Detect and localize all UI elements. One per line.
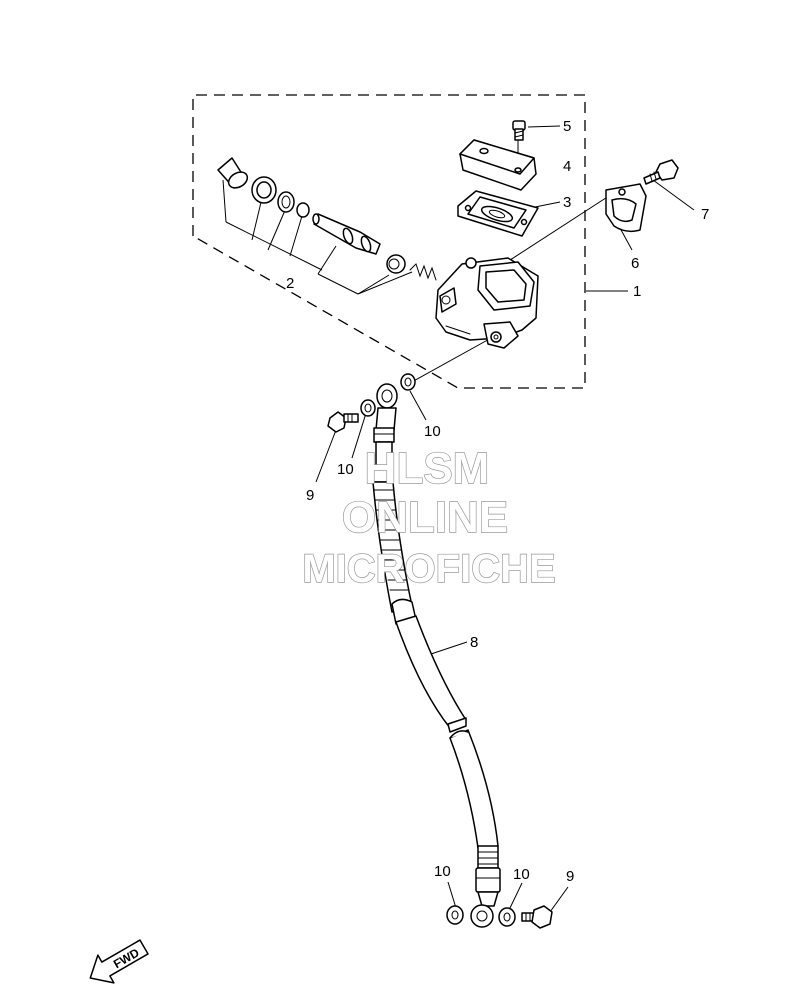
callout-8: 8 [470,634,478,651]
master-cylinder-body-part-1 [435,257,539,349]
watermark-line-1: HLSM [365,444,490,493]
callout-9-bottom: 9 [566,868,574,885]
banjo-bolt-part-9-top [327,411,359,433]
callout-2: 2 [286,275,294,292]
brake-hose-part-8 [370,383,501,928]
callout-5: 5 [563,118,571,135]
callout-1: 1 [633,283,641,300]
washer-part-10-top-left [360,399,376,417]
callout-10-bottom-right: 10 [513,866,530,883]
screw-part-5 [512,120,526,141]
callout-4: 4 [563,158,571,175]
callout-6: 6 [631,255,639,272]
callout-3: 3 [563,194,571,211]
watermark-line-2: ONLINE [342,493,508,542]
washer-part-10-bottom-right [498,907,516,927]
fwd-arrow: FWD [89,939,149,984]
watermark-line-3: MICROFICHE [302,547,555,591]
callout-9-top: 9 [306,487,314,504]
clamp-bolt-part-7 [643,159,679,185]
banjo-bolt-part-9-bottom [521,905,553,929]
washer-part-10-bottom-left [446,905,464,925]
holder-part-6 [605,183,647,233]
reservoir-cap-part-4 [459,139,537,191]
washer-part-10-top-right [400,373,416,391]
diaphragm-part-3 [457,190,539,237]
callout-7: 7 [701,206,709,223]
piston-kit-part-2 [217,157,437,281]
callout-10-top-right: 10 [424,423,441,440]
callout-10-bottom-left: 10 [434,863,451,880]
callout-10-top-left: 10 [337,461,354,478]
assembly-boundary [192,94,586,389]
leader-lines [222,125,695,913]
